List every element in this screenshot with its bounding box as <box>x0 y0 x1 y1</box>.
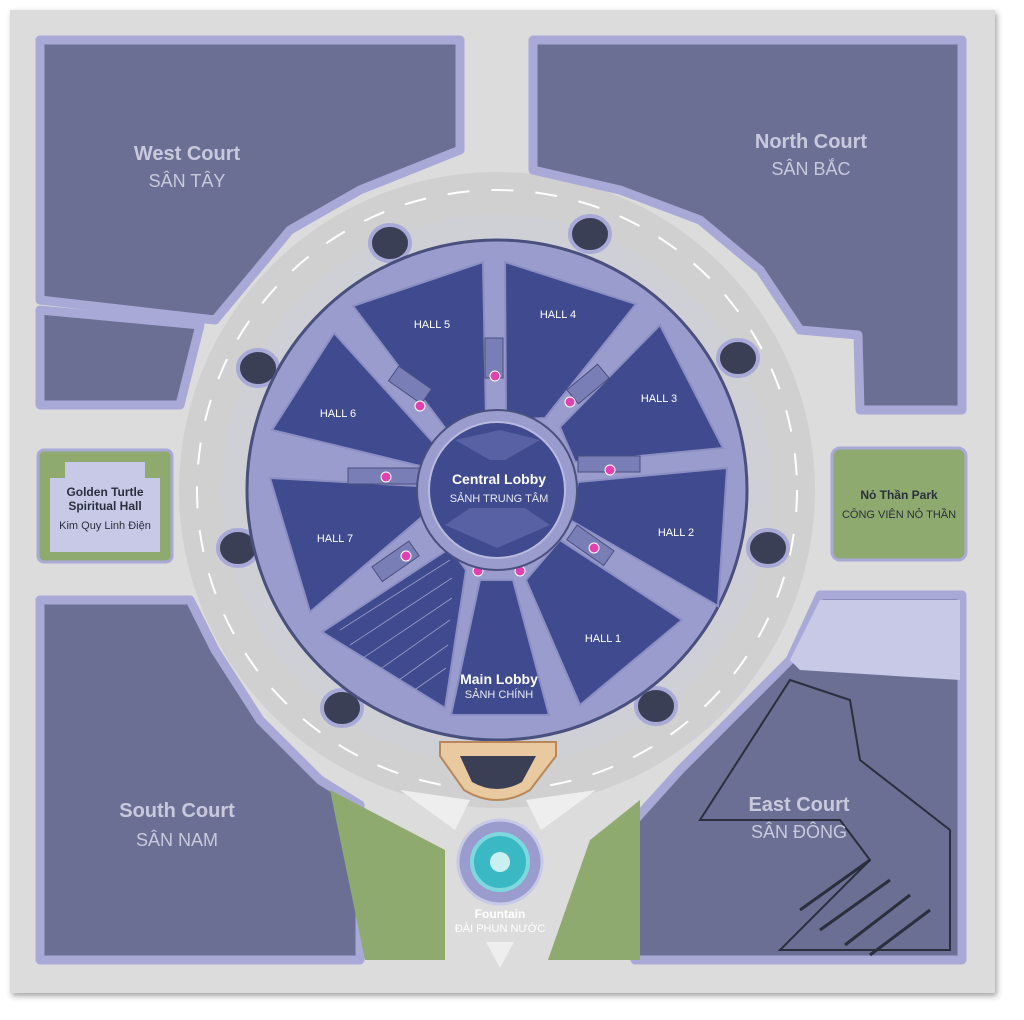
restroom-icon <box>414 400 426 412</box>
main-entrance[interactable] <box>439 741 557 801</box>
south-green <box>225 790 445 960</box>
main-lobby-name: Main Lobby <box>460 671 538 687</box>
spiritual-hall-vn: Kim Quy Linh Điện <box>59 520 151 532</box>
hall-1[interactable] <box>524 538 684 707</box>
hall-1-label: HALL 1 <box>585 633 621 645</box>
hall-7-label: HALL 7 <box>317 533 353 545</box>
spiritual-hall-name-2: Spiritual Hall <box>68 499 141 513</box>
fountain[interactable] <box>400 790 596 968</box>
west-court-vn: SÂN TÂY <box>149 171 226 191</box>
restroom-icon <box>604 464 616 476</box>
central-lobby-vn: SẢNH TRUNG TÂM <box>450 492 549 505</box>
central-lobby[interactable] <box>416 409 578 571</box>
east-court-vn: SÂN ĐÔNG <box>751 821 847 842</box>
restroom-markers <box>380 370 616 577</box>
main-lobby-vn: SẢNH CHÍNH <box>465 688 534 701</box>
fountain-name: Fountain <box>475 907 526 921</box>
park-name: Nỏ Thần Park <box>860 488 938 502</box>
hall-3-label: HALL 3 <box>641 393 677 405</box>
east-plaza <box>790 600 960 680</box>
park-vn: CÔNG VIÊN NỎ THẦN <box>842 508 956 521</box>
south-court[interactable] <box>35 595 445 965</box>
exhibition-grid-hall[interactable] <box>320 546 468 710</box>
west-court-name: West Court <box>134 143 241 165</box>
east-court-name: East Court <box>748 794 849 816</box>
hall-4-label: HALL 4 <box>540 309 576 321</box>
north-court[interactable] <box>528 35 967 415</box>
central-lobby-name: Central Lobby <box>452 471 546 487</box>
fountain-vn: ĐÀI PHUN NƯỚC <box>455 922 545 935</box>
hall-5-label: HALL 5 <box>414 319 450 331</box>
restroom-icon <box>400 550 412 562</box>
south-court-name: South Court <box>119 800 235 822</box>
hall-6-label: HALL 6 <box>320 408 356 420</box>
restroom-icon <box>380 471 392 483</box>
golden-turtle-spiritual-hall[interactable] <box>36 448 174 564</box>
hall-3[interactable] <box>558 323 725 464</box>
restroom-icon <box>588 542 600 554</box>
hall-4[interactable] <box>503 260 638 422</box>
north-court-name: North Court <box>755 131 868 153</box>
hall-2-label: HALL 2 <box>658 527 694 539</box>
no-than-park[interactable] <box>830 446 968 562</box>
south-court-vn: SÂN NAM <box>136 830 218 850</box>
north-court-vn: SÂN BẮC <box>771 158 850 179</box>
east-court[interactable] <box>548 590 967 965</box>
east-green <box>548 800 640 960</box>
spiritual-hall-name-1: Golden Turtle <box>66 485 143 499</box>
booth-grid <box>339 559 453 701</box>
restroom-icon <box>489 370 501 382</box>
west-court[interactable] <box>35 35 465 410</box>
restroom-icon <box>564 396 576 408</box>
main-lobby[interactable] <box>449 579 551 716</box>
ring-road-lane <box>196 189 798 791</box>
